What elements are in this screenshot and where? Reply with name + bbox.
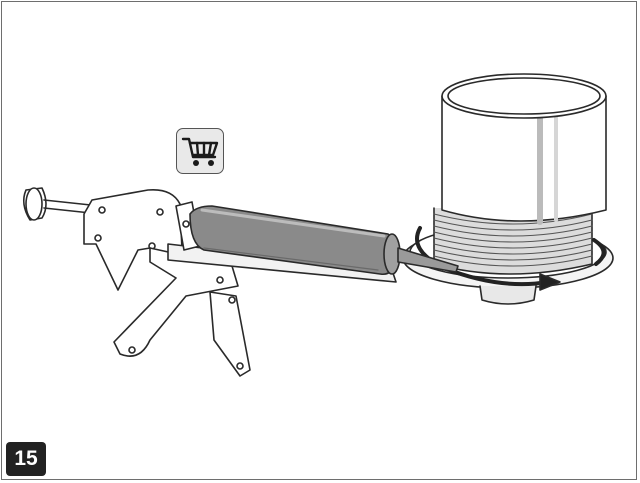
step-number-badge: 15 — [6, 442, 46, 476]
shopping-cart-icon — [176, 128, 224, 174]
caulking-gun — [22, 187, 459, 377]
drain-pipe — [402, 73, 614, 305]
